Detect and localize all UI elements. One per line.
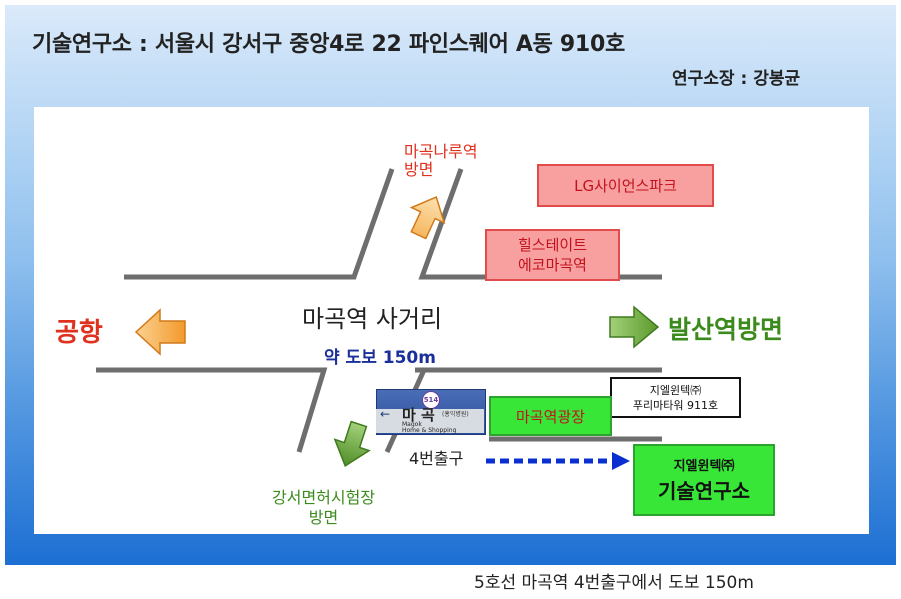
map-panel: 마곡나루역 방면 LG사이언스파크 힐스테이트 에코마곡역 공항 마곡역 사거리…: [34, 107, 869, 534]
label-magoknaru: 마곡나루역 방면: [404, 142, 478, 179]
label-balsan: 발산역방면: [668, 315, 784, 344]
arrow-right-icon: [609, 305, 660, 349]
road-upper-left: [124, 168, 395, 280]
arrow-down-icon: [333, 420, 371, 468]
line-number-badge: 514: [422, 391, 440, 409]
header-director: 연구소장 : 강봉균: [672, 69, 801, 89]
header-address: 기술연구소 : 서울시 강서구 중앙4로 22 파인스퀘어 A동 910호: [32, 32, 625, 57]
label-intersection: 마곡역 사거리: [302, 305, 443, 333]
station-sign: 514 ← 마 곡 (홍익병원) Magok Home & Shopping: [376, 389, 486, 435]
road-lower-left: [96, 367, 328, 453]
road-lines: [96, 168, 662, 454]
road-diagram: [96, 168, 662, 470]
label-walk-distance: 약 도보 150m: [324, 348, 436, 368]
label-gangseo: 강서면허시험장 방면: [272, 488, 376, 527]
box-hillstate: 힐스테이트 에코마곡역: [485, 229, 620, 281]
arrow-up-icon: [409, 196, 446, 240]
box-magok-plaza: 마곡역광장: [489, 396, 612, 436]
arrow-left-icon: [134, 308, 186, 356]
box-lg-science-park: LG사이언스파크: [537, 164, 714, 207]
label-airport: 공항: [55, 318, 103, 348]
station-name: 마 곡: [402, 406, 435, 424]
footer-note: 5호선 마곡역 4번출구에서 도보 150m: [474, 573, 754, 593]
station-subname: (홍익병원): [442, 411, 469, 418]
box-company-lab: 지엘윈텍㈜ 기술연구소: [633, 444, 775, 516]
box-company-tower: 지엘윈텍㈜ 푸리마타워 911호: [610, 377, 741, 418]
label-exit4: 4번출구: [409, 449, 464, 468]
station-roman: Magok Home & Shopping: [402, 421, 457, 434]
walk-path-arrowhead-icon: [612, 452, 630, 470]
arrow-left-small-icon: ←: [380, 407, 391, 421]
